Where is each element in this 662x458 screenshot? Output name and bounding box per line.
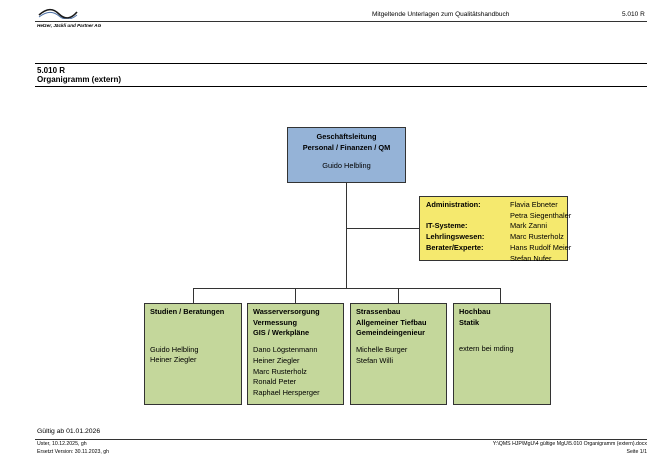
footer-author: Uster, 10.12.2025, gh [37,441,87,447]
footer-replaces: Ersetzt Version: 30.11.2023, gh [37,449,109,455]
management-box: Geschäftsleitung Personal / Finanzen / Q… [287,127,406,183]
department-title: Vermessung [253,317,297,327]
department-title: Allgemeiner Tiefbau [356,317,427,327]
staff-name: Hans Rudolf Meier [510,242,572,252]
management-title-line2: Personal / Finanzen / QM [302,142,391,152]
staff-role-it: IT-Systeme: [426,221,468,231]
section-bottom-rule [35,86,647,87]
section-title: Organigramm (extern) [37,75,122,84]
department-box-water: Wasserversorgung Vermessung GIS / Werkpl… [247,303,344,405]
department-member: Stefan Willi [356,355,393,365]
staff-name: Flavia Ebneter [510,200,558,209]
valid-from-text: Gültig ab 01.01.2026 [37,428,101,435]
management-name: Guido Helbling [322,161,371,171]
staff-name: Petra Siegenthaler [510,210,572,220]
staff-role-administration: Administration: [426,200,481,209]
connector-staff [346,228,419,229]
logo-wave-icon [38,8,78,20]
connector-trunk [346,182,347,288]
department-title: Gemeindeingenieur [356,328,425,338]
department-box-building: Hochbau Statik extern bei mding [453,303,551,405]
footer-divider [35,439,647,440]
staff-name: Stefan Nufer [510,253,552,263]
department-member: Guido Helbling [150,344,199,354]
header-document-title: Mitgeltende Unterlagen zum Qualitätshand… [372,11,510,18]
header-document-number: 5.010 R [622,11,645,18]
connector-dept-2 [295,288,296,303]
department-member: extern bei mding [459,344,514,354]
staff-name: Marc Rusterholz [510,232,564,242]
footer-file-path: Y:\QMS HJP\MgU\4 gültige MgU\5.010 Organ… [492,441,647,447]
department-title: Wasserversorgung [253,307,320,316]
staff-box: Administration: Flavia Ebneter Petra Sie… [419,196,571,264]
department-box-roads: Strassenbau Allgemeiner Tiefbau Gemeinde… [350,303,447,405]
staff-role-advisor: Berater/Experte: [426,242,484,252]
department-member: Raphael Hersperger [253,388,320,398]
department-box-studies: Studien / Beratungen Guido Helbling Hein… [144,303,242,405]
staff-name: Mark Zanni [510,221,547,231]
department-member: Heiner Ziegler [253,355,300,365]
department-title: GIS / Werkpläne [253,328,310,338]
staff-grid: Administration: Flavia Ebneter Petra Sie… [426,200,571,264]
section-number: 5.010 R [37,66,66,75]
staff-role-apprentices: Lehrlingswesen: [426,232,485,242]
department-member: Marc Rusterholz [253,366,307,376]
connector-dept-3 [398,288,399,303]
department-title: Statik [459,317,480,327]
department-member: Heiner Ziegler [150,355,197,365]
logo-company-name: Hetzer, Jäckli und Partner AG [37,23,102,28]
department-title: Hochbau [459,307,491,316]
connector-dept-1 [193,288,194,303]
department-member: Dano Lögstenmann [253,345,318,355]
company-logo: Hetzer, Jäckli und Partner AG [37,6,127,28]
footer-page: Seite 1/1 [626,449,647,455]
management-title-line1: Geschäftsleitung [316,132,377,141]
department-member: Ronald Peter [253,377,297,387]
department-member: Michelle Burger [356,345,408,355]
header-divider [35,21,647,22]
connector-dept-4 [500,288,501,303]
department-title: Strassenbau [356,307,401,316]
department-title: Studien / Beratungen [150,307,225,316]
connector-horizontal-bar [193,288,500,289]
section-top-rule [35,63,647,64]
